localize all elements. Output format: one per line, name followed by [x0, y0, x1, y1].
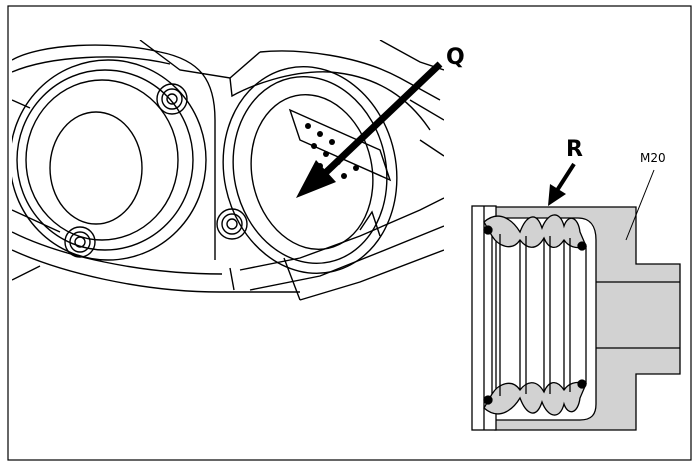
arrow-r-icon — [548, 162, 576, 206]
bolt-bottom — [64, 226, 96, 258]
housing-drawing — [12, 40, 444, 301]
arrow-q-icon — [296, 61, 443, 198]
bolt-right — [216, 208, 248, 240]
figure-border — [7, 5, 692, 461]
label-m20: M20 — [640, 151, 666, 165]
bolt-top — [156, 83, 188, 115]
callout-r: R — [566, 137, 583, 162]
round-cover-outer — [12, 59, 207, 261]
bellows-section — [471, 205, 681, 431]
bellows-bottom — [483, 381, 587, 416]
bellows-top — [483, 214, 587, 249]
housing-section — [494, 206, 681, 431]
m20-leader-line — [625, 169, 655, 241]
round-cover-inner — [49, 111, 143, 225]
callout-q: Q — [446, 45, 465, 70]
